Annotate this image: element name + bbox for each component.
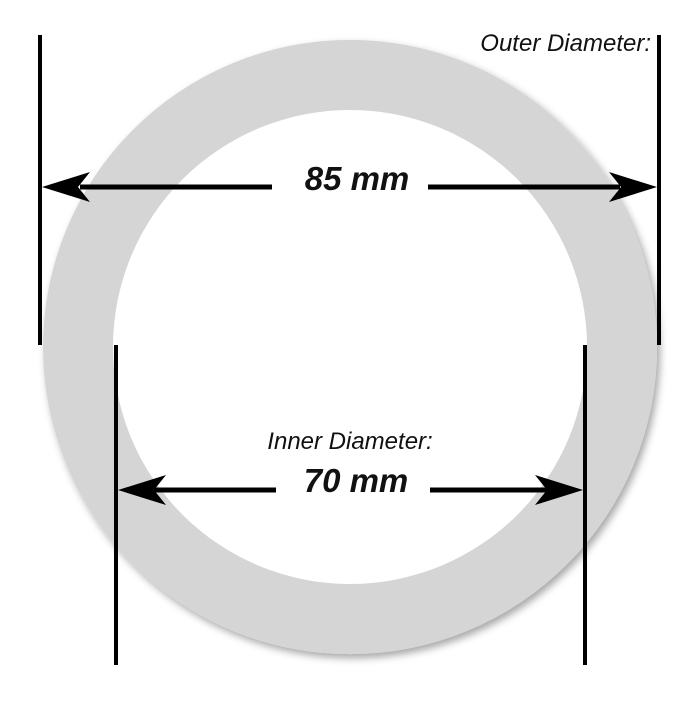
outer-diameter-label: Outer Diameter: (480, 30, 651, 57)
inner-right-arrowhead-icon (535, 475, 583, 505)
outer-left-arrowhead-icon (42, 172, 90, 202)
inner-diameter-label: Inner Diameter: (267, 428, 432, 455)
gasket-hole (113, 110, 587, 584)
outer-diameter-value: 85 mm (305, 160, 410, 197)
inner-diameter-value: 70 mm (304, 462, 409, 499)
inner-left-arrowhead-icon (118, 475, 166, 505)
outer-right-arrowhead-icon (609, 172, 657, 202)
